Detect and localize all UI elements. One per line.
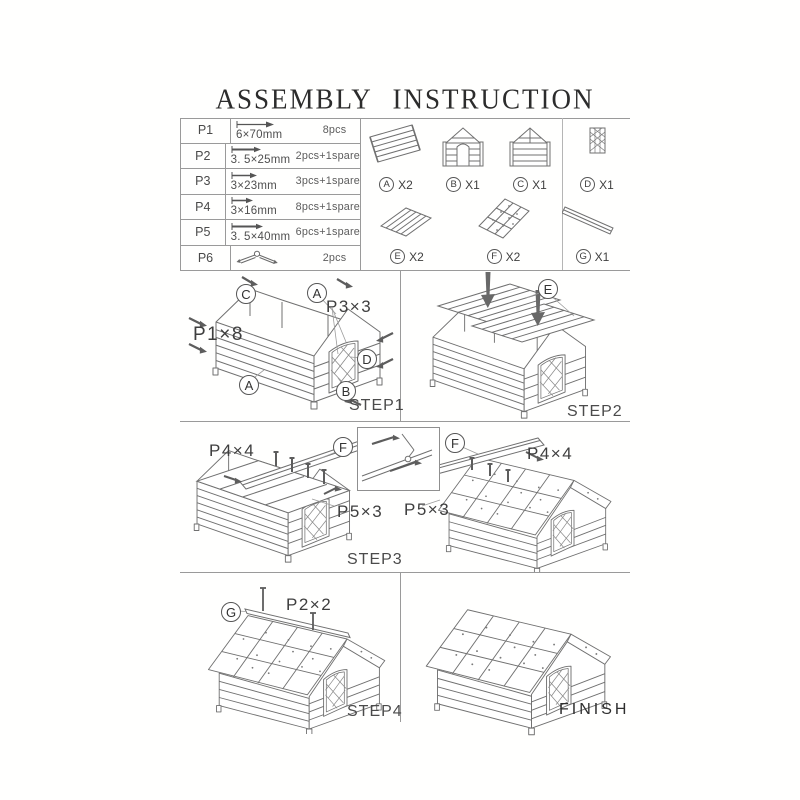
part-count: X2: [398, 177, 413, 192]
bracket-detail-icon: [361, 433, 433, 482]
part-qty: 2pcs: [322, 251, 347, 264]
callout-a-bottom: A: [239, 375, 259, 395]
step2-label: STEP2: [567, 403, 623, 420]
part-letter-badge: C: [513, 177, 529, 192]
part-id: P3: [181, 169, 226, 194]
part-size: 6×70mm: [236, 128, 283, 141]
part-letter-badge: E: [390, 249, 406, 264]
p2-quantity-label: P2×2: [286, 595, 333, 614]
parts-table-row: P2 3. 5×25mm 2pcs+1spare: [181, 143, 360, 169]
part-qty: 8pcs: [322, 124, 347, 137]
part-size: 3×23mm: [230, 179, 277, 192]
part-size: 3. 5×25mm: [230, 154, 291, 167]
parts-table-row: P5 3. 5×40mm 6pcs+1spare: [181, 220, 360, 246]
parts-table-row: P6 2pcs: [181, 245, 360, 270]
roof-panel-icon: [477, 198, 530, 239]
divider-top: [180, 118, 630, 119]
step4-label: STEP4: [347, 703, 403, 720]
divider-band1: [180, 421, 630, 422]
part-count: X2: [505, 249, 521, 264]
step3-label: STEP3: [347, 551, 403, 568]
divider-step1-step2: [400, 270, 401, 421]
side-wall-panel-icon: [369, 124, 421, 163]
divider-parts-col: [562, 118, 563, 270]
screw-icon: [231, 222, 263, 230]
parts-table: P1 6×70mm 8pcs P2 3. 5×25mm 2pcs+1spare …: [180, 118, 361, 270]
step2-illustration: [429, 272, 596, 419]
parts-table-row: P3 3×23mm 3pcs+1spare: [181, 169, 360, 195]
callout-c: C: [236, 284, 256, 304]
angle-bracket-icon: [236, 250, 278, 265]
part-count: X2: [409, 249, 424, 264]
part-letter-badge: F: [486, 249, 502, 264]
p4-quantity-label-left: P4×4: [209, 441, 256, 460]
parts-table-row: P1 6×70mm 8pcs: [181, 118, 360, 144]
p1-quantity-label: P1×8: [193, 324, 244, 345]
part-qty: 6pcs+1spare: [295, 226, 360, 239]
p3-quantity-label: P3×3: [326, 297, 373, 316]
callout-e: E: [538, 279, 558, 299]
divider-parts-bottom: [180, 270, 630, 271]
part-count: X1: [532, 177, 547, 192]
detail-inset-box: [357, 427, 440, 491]
step1-label: STEP1: [349, 397, 405, 414]
part-count: X1: [594, 249, 610, 264]
step1-illustration: [188, 276, 394, 410]
part-size: 3. 5×40mm: [230, 230, 291, 243]
screw-icon: [236, 120, 274, 128]
callout-d: D: [357, 349, 377, 369]
part-id: P1: [181, 118, 231, 143]
part-id: P5: [181, 220, 226, 245]
part-letter-badge: G: [575, 249, 591, 264]
part-count: X1: [465, 177, 480, 192]
callout-b: B: [336, 381, 356, 401]
part-letter-badge: B: [446, 177, 462, 192]
page-title: ASSEMBLY INSTRUCTION: [215, 83, 595, 115]
part-id: P6: [181, 245, 231, 270]
divider-band2: [180, 572, 630, 573]
screw-icon: [231, 171, 257, 179]
callout-a-top: A: [307, 283, 327, 303]
step3-right-illustration: [420, 437, 612, 572]
callout-f-right: F: [445, 433, 465, 453]
p4-quantity-label-right: P4×4: [527, 444, 574, 463]
part-qty: 3pcs+1spare: [295, 175, 360, 188]
part-letter-badge: A: [379, 177, 395, 192]
front-panel-icon: [442, 127, 484, 167]
ridge-cap-icon: [561, 206, 614, 235]
part-letter-badge: D: [580, 177, 596, 192]
down-arrow-icon: [481, 272, 545, 326]
back-panel-icon: [509, 127, 551, 167]
p5-quantity-label-left: P5×3: [337, 502, 384, 521]
part-count: X1: [599, 177, 614, 192]
step4-illustration: [207, 587, 386, 734]
callout-f-left: F: [333, 437, 353, 457]
part-qty: 8pcs+1spare: [295, 200, 360, 213]
part-size: 3×16mm: [230, 205, 277, 218]
divider-step4-finish: [400, 572, 401, 722]
screw-icon: [231, 146, 261, 154]
part-id: P4: [181, 194, 226, 219]
part-id: P2: [181, 143, 226, 168]
ceiling-panel-icon: [379, 207, 433, 237]
screw-icon: [231, 197, 253, 205]
p5-quantity-label-right: P5×3: [404, 500, 451, 519]
door-flap-icon: [589, 127, 606, 154]
part-qty: 2pcs+1spare: [295, 149, 360, 162]
callout-g: G: [221, 602, 241, 622]
finish-label: FINISH: [559, 701, 630, 718]
parts-table-row: P4 3×16mm 8pcs+1spare: [181, 194, 360, 220]
